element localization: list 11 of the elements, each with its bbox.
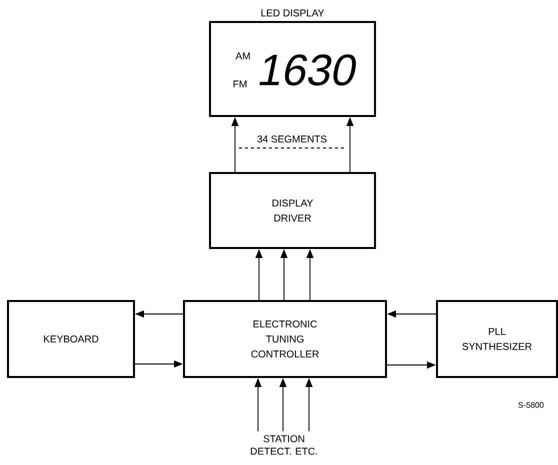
display-title: LED DISPLAY bbox=[261, 9, 324, 16]
block-box: DISPLAY DRIVER bbox=[209, 172, 376, 249]
block-box: PLL SYNTHESIZER bbox=[436, 300, 558, 378]
figure-code: S-5800 bbox=[518, 402, 544, 408]
bus-label: 34 SEGMENTS bbox=[256, 134, 328, 144]
band-label: AM bbox=[236, 52, 250, 60]
band-label: FM bbox=[234, 80, 246, 88]
frequency-digits: 1630 bbox=[259, 54, 356, 86]
block-box: ELECTRONIC TUNING CONTROLLER bbox=[183, 300, 387, 378]
block-box: KEYBOARD bbox=[7, 300, 135, 378]
input-label: STATION DETECT. ETC. bbox=[250, 435, 317, 455]
